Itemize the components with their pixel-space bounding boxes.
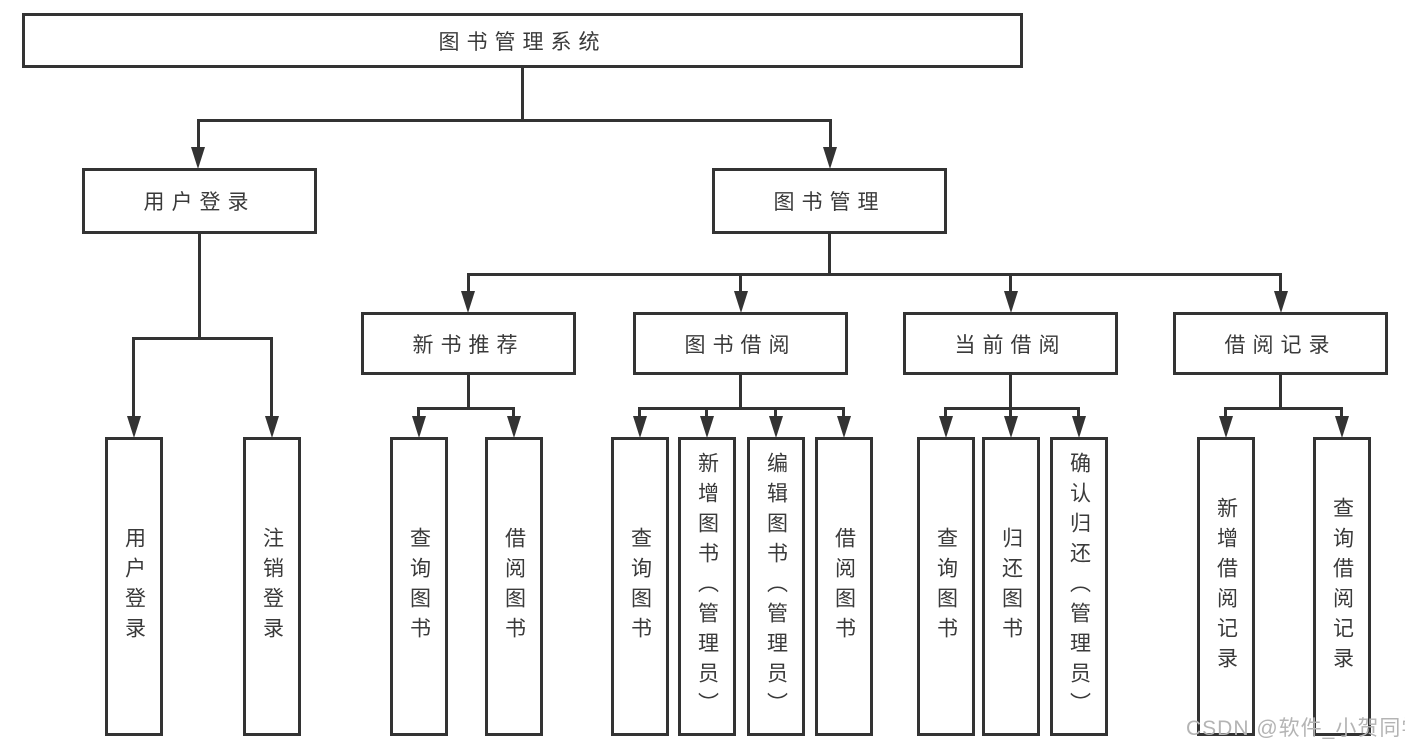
node-label: 查询图书: [628, 526, 652, 647]
node-label: 新增借阅记录: [1214, 496, 1238, 677]
leaf-logout: 注销登录: [243, 437, 301, 736]
node-label: 借阅图书: [502, 526, 526, 647]
node-book-management: 图书管理: [712, 168, 947, 234]
leaf-edit-books-admin: 编辑图书（管理员）: [747, 437, 805, 736]
arrow-to-query-books-recommend-stem: [417, 407, 420, 416]
node-label: 编辑图书（管理员）: [764, 451, 788, 722]
leaf-add-borrow-record: 新增借阅记录: [1197, 437, 1255, 736]
edge-borrow-records-drop-line: [1279, 373, 1282, 410]
node-label: 用户登录: [143, 191, 256, 214]
edge-current-borrow-drop-line: [1009, 373, 1012, 410]
arrow-to-logout-leaf-stem: [270, 337, 273, 416]
arrow-to-query-borrow-record-arrowhead-icon: [1334, 416, 1349, 438]
arrow-to-book-management-stem: [828, 119, 832, 147]
arrow-to-query-borrow-record-stem: [1340, 407, 1343, 416]
node-label: 确认归还（管理员）: [1067, 451, 1091, 722]
edge-new-book-recommend-drop-line: [467, 373, 470, 410]
node-label: 当前借阅: [954, 333, 1067, 357]
edge-book-borrow-drop-line: [739, 373, 742, 410]
node-label: 新书推荐: [412, 333, 525, 357]
arrow-to-return-books-arrowhead-icon: [1003, 416, 1018, 438]
node-label: 借阅图书: [832, 526, 856, 647]
leaf-borrow-books-recommend: 借阅图书: [485, 437, 543, 736]
edge-book-borrow-bar-line: [638, 407, 845, 410]
arrow-to-add-books-admin-arrowhead-icon: [699, 416, 714, 438]
arrow-to-book-borrow-stem: [739, 273, 742, 291]
node-book-management-system: 图书管理系统: [22, 13, 1023, 68]
arrow-to-user-login-stem: [196, 119, 200, 147]
arrow-to-borrow-books-stem: [842, 407, 845, 416]
arrow-to-add-books-admin-stem: [705, 407, 708, 416]
arrow-to-query-books-current-stem: [944, 407, 947, 416]
arrow-to-return-books-stem: [1009, 407, 1012, 416]
node-book-borrow: 图书借阅: [633, 312, 848, 375]
arrow-to-borrow-records-stem: [1279, 273, 1282, 291]
node-label: 图书借阅: [684, 333, 797, 357]
arrow-to-borrow-books-recommend-stem: [512, 407, 515, 416]
arrow-to-query-books-recommend-arrowhead-icon: [411, 416, 426, 438]
arrow-to-confirm-return-admin-stem: [1077, 407, 1080, 416]
arrow-to-query-books-borrow-arrowhead-icon: [632, 416, 647, 438]
edge-user-login-bar-line: [132, 337, 273, 340]
node-borrow-records: 借阅记录: [1173, 312, 1388, 375]
node-label: 借阅记录: [1224, 333, 1337, 357]
leaf-add-books-admin: 新增图书（管理员）: [678, 437, 736, 736]
arrow-to-new-book-recommend-arrowhead-icon: [461, 291, 475, 313]
edge-user-login-drop-line: [198, 231, 201, 340]
arrow-to-current-borrow-arrowhead-icon: [1003, 291, 1018, 313]
edge-borrow-records-bar-line: [1224, 407, 1343, 410]
node-label: 查询借阅记录: [1330, 496, 1354, 677]
edge-new-book-recommend-bar-line: [417, 407, 515, 410]
edge-level2-bar-line: [196, 119, 832, 122]
leaf-confirm-return-admin: 确认归还（管理员）: [1050, 437, 1108, 736]
arrow-to-borrow-books-recommend-arrowhead-icon: [506, 416, 521, 438]
node-current-borrow: 当前借阅: [903, 312, 1118, 375]
leaf-borrow-books: 借阅图书: [815, 437, 873, 736]
arrow-to-query-books-current-arrowhead-icon: [938, 416, 953, 438]
edge-book-management-drop-line: [828, 231, 831, 276]
arrow-to-logout-leaf-arrowhead-icon: [264, 416, 279, 438]
edge-level3-bar-line: [466, 273, 1282, 276]
arrow-to-borrow-books-arrowhead-icon: [836, 416, 851, 438]
edge-current-borrow-bar-line: [944, 407, 1080, 410]
node-label: 注销登录: [260, 526, 284, 647]
arrow-to-book-borrow-arrowhead-icon: [733, 291, 748, 313]
csdn-watermark: CSDN @软件_小贺同学: [1186, 717, 1405, 740]
arrow-to-borrow-records-arrowhead-icon: [1273, 291, 1288, 313]
arrow-to-user-login-leaf-stem: [132, 337, 135, 416]
node-label: 图书管理系统: [438, 30, 607, 54]
leaf-query-borrow-record: 查询借阅记录: [1313, 437, 1371, 736]
arrow-to-confirm-return-admin-arrowhead-icon: [1071, 416, 1086, 438]
arrow-to-user-login-arrowhead-icon: [191, 147, 205, 169]
leaf-query-books-current: 查询图书: [917, 437, 975, 736]
node-user-login: 用户登录: [82, 168, 317, 234]
arrow-to-book-management-arrowhead-icon: [823, 147, 837, 169]
leaf-return-books: 归还图书: [982, 437, 1040, 736]
leaf-user-login: 用户登录: [105, 437, 163, 736]
node-label: 新增图书（管理员）: [695, 451, 719, 722]
node-label: 图书管理: [773, 191, 886, 214]
arrow-to-current-borrow-stem: [1009, 273, 1012, 291]
node-label: 用户登录: [122, 526, 146, 647]
node-label: 查询图书: [407, 526, 431, 647]
arrow-to-add-borrow-record-arrowhead-icon: [1218, 416, 1233, 438]
arrow-to-query-books-borrow-stem: [638, 407, 641, 416]
edge-root-drop-line: [521, 65, 524, 120]
node-label: 查询图书: [934, 526, 958, 647]
arrow-to-new-book-recommend-stem: [466, 273, 470, 291]
leaf-query-books-borrow: 查询图书: [611, 437, 669, 736]
node-new-book-recommend: 新书推荐: [361, 312, 576, 375]
arrow-to-edit-books-admin-stem: [774, 407, 777, 416]
arrow-to-user-login-leaf-arrowhead-icon: [126, 416, 141, 438]
arrow-to-edit-books-admin-arrowhead-icon: [768, 416, 783, 438]
node-label: 归还图书: [999, 526, 1023, 647]
arrow-to-add-borrow-record-stem: [1224, 407, 1227, 416]
leaf-query-books-recommend: 查询图书: [390, 437, 448, 736]
